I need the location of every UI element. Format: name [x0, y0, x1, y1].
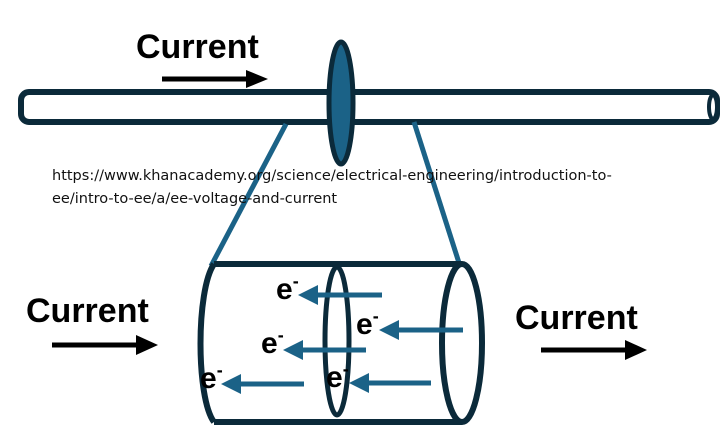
wire [18, 89, 720, 125]
current-label-right: Current [515, 299, 638, 337]
zoom-line-left [208, 122, 289, 268]
electron-arrow-3 [283, 340, 303, 360]
zoomed-cylinder [197, 261, 485, 425]
electron-arrow-4 [221, 374, 241, 394]
wire-end [707, 93, 719, 121]
electron-labels: e- e- e- e- e- [200, 271, 379, 395]
zoom-line-right [411, 121, 463, 267]
electron-label: e- [200, 360, 223, 395]
cylinder-end-right [439, 261, 485, 425]
electron-label: e- [276, 271, 299, 306]
electron-arrow-5 [349, 373, 369, 393]
electron-label: e- [261, 325, 284, 360]
source-url: https://www.khanacademy.org/science/elec… [52, 165, 672, 211]
cylinder-cross-section [322, 264, 352, 418]
electron-arrows [221, 285, 463, 394]
electron-label: e- [326, 359, 349, 394]
electron-arrow-2 [379, 320, 399, 340]
arrowhead-top [246, 70, 268, 88]
electron-label: e- [356, 306, 379, 341]
current-label-left: Current [26, 292, 149, 330]
arrowhead-right [625, 340, 647, 360]
cross-section-disc [326, 39, 356, 167]
source-url-line-1: https://www.khanacademy.org/science/elec… [52, 168, 612, 184]
electron-arrow-1 [298, 285, 318, 305]
current-label-top: Current [136, 28, 259, 66]
arrowhead-left [136, 335, 158, 355]
source-url-line-2: ee/intro-to-ee/a/ee-voltage-and-current [52, 191, 338, 207]
